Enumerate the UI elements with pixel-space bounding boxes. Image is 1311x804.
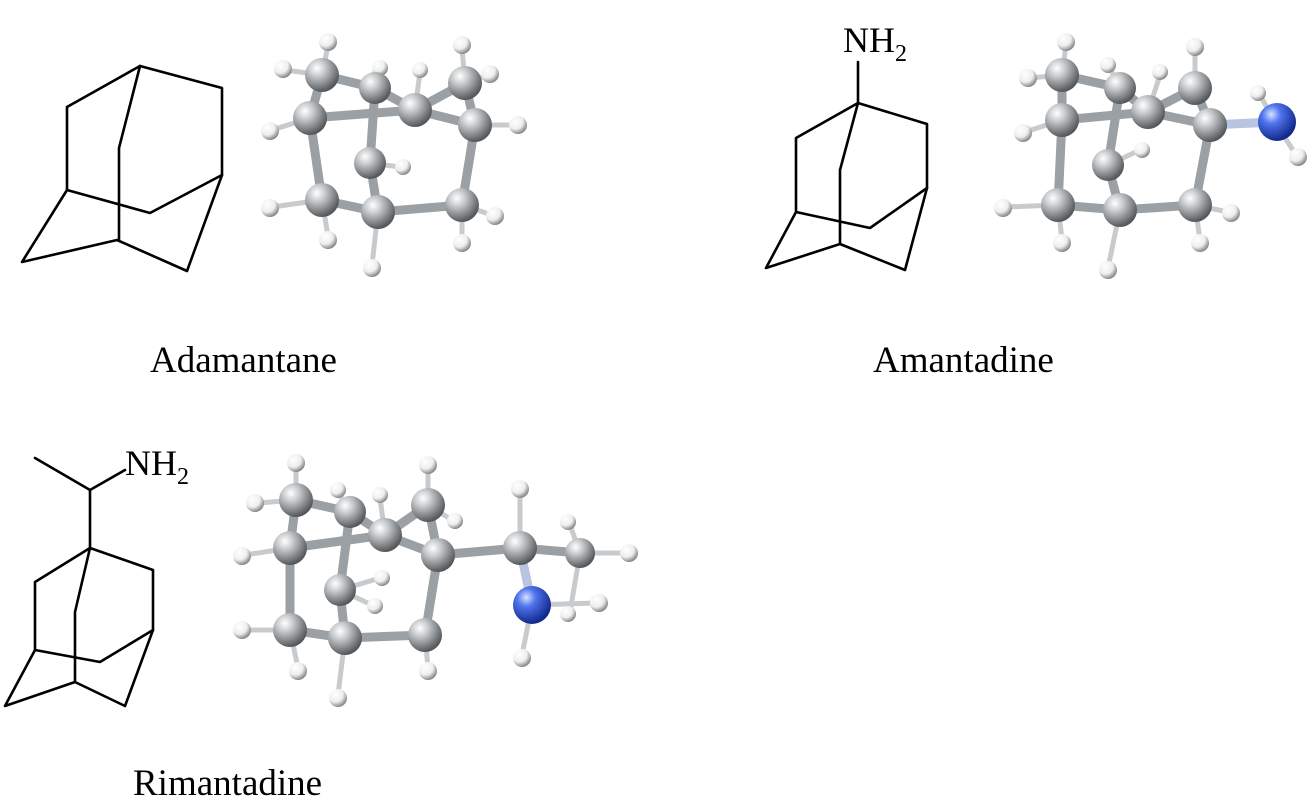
amantadine-nitrogen-atom <box>1258 103 1296 141</box>
rimantadine-ball-stick-model <box>233 454 638 707</box>
amantadine-amine-label: NH2 <box>843 20 907 67</box>
adamantane-label: Adamantane <box>150 340 337 381</box>
adamantane-ball-stick-model <box>261 33 527 277</box>
amantadine-label: Amantadine <box>873 340 1054 381</box>
amantadine-skeletal-structure: NH2 <box>764 20 929 272</box>
rimantadine-panel: NH2 <box>3 443 638 804</box>
rimantadine-label: Rimantadine <box>133 763 322 804</box>
amantadine-ball-stick-model <box>994 33 1307 279</box>
rimantadine-skeletal-structure: NH2 <box>3 443 189 708</box>
adamantane-panel: Adamantane <box>20 33 527 381</box>
rimantadine-amine-label: NH2 <box>125 443 189 490</box>
adamantane-skeletal-structure <box>20 64 224 273</box>
rimantadine-nitrogen-atom <box>513 586 551 624</box>
amantadine-panel: NH2 <box>764 20 1307 381</box>
